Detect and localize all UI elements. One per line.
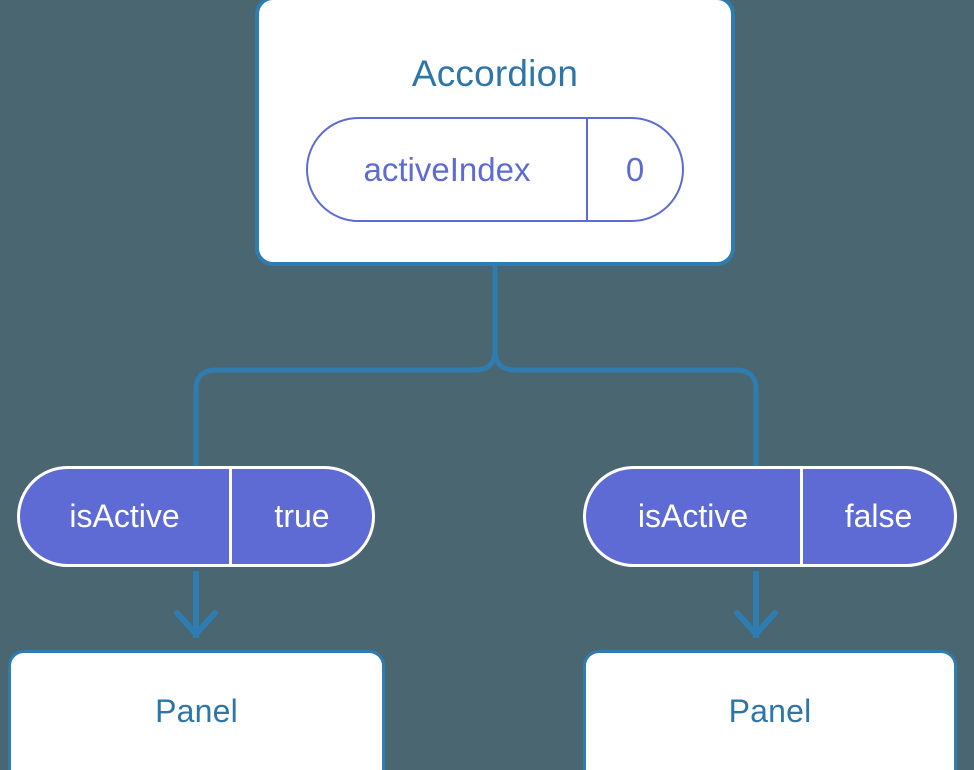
state-pill-is-active-true-key: isActive	[20, 469, 232, 564]
state-pill-is-active-false[interactable]: isActive false	[583, 466, 957, 567]
panel-component-card-right[interactable]: Panel	[583, 650, 957, 770]
state-pill-is-active-true-value: true	[274, 498, 330, 534]
state-pill-active-index[interactable]: activeIndex 0	[306, 117, 684, 222]
connector-trunk-split-right	[492, 263, 759, 469]
accordion-title: Accordion	[411, 53, 579, 94]
panel-component-card-left[interactable]: Panel	[8, 650, 385, 770]
state-pill-active-index-value: 0	[625, 150, 645, 188]
state-pill-is-active-false-value: false	[844, 498, 913, 534]
panel-title-left: Panel	[155, 693, 238, 729]
state-pill-is-active-true[interactable]: isActive true	[17, 466, 375, 567]
panel-title-right: Panel	[728, 693, 812, 729]
arrow-right-down	[734, 571, 778, 638]
arrow-left-down	[174, 571, 218, 638]
state-pill-is-active-false-key: isActive	[586, 469, 803, 564]
state-pill-active-index-key: activeIndex	[308, 119, 588, 220]
connector-trunk-split	[193, 263, 498, 469]
